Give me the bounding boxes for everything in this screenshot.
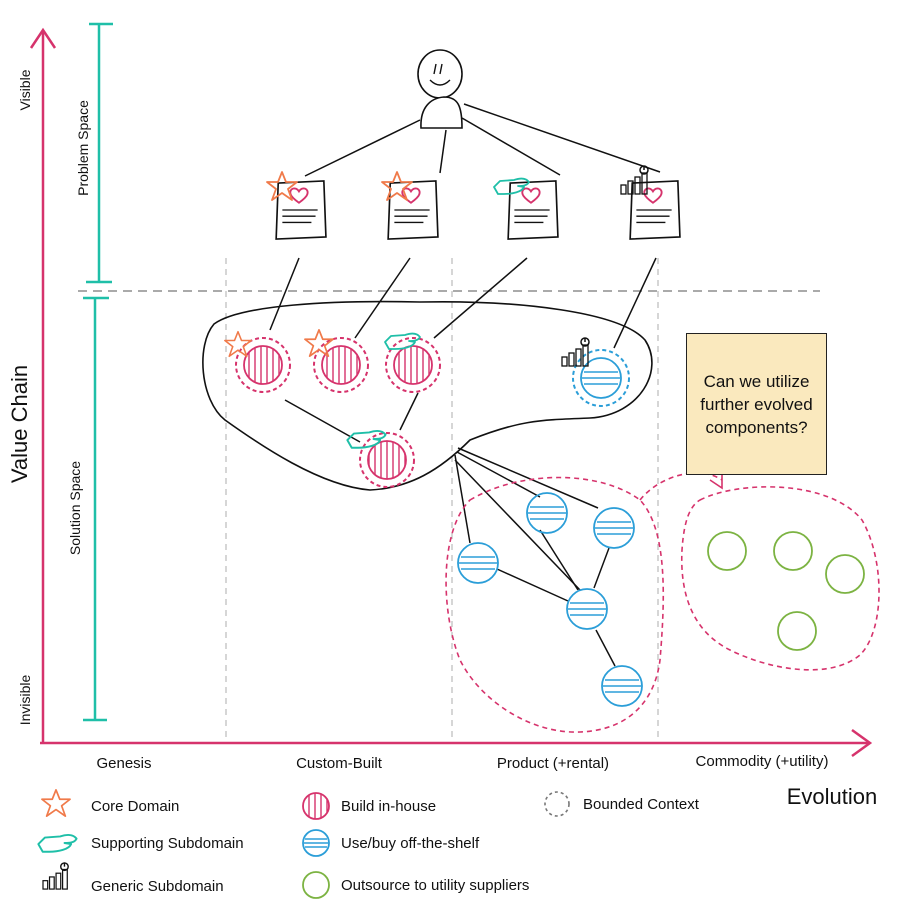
component-outsource (773, 531, 813, 571)
x-axis-title: Evolution (787, 784, 878, 809)
legend-generic-icon (42, 862, 69, 890)
y-axis-title: Value Chain (7, 365, 32, 483)
legend-bounded-label: Bounded Context (583, 796, 700, 813)
solution-space-bracket (83, 296, 109, 722)
legend-core-icon (41, 789, 71, 817)
need-document (275, 180, 327, 240)
legend-supporting-icon (37, 834, 78, 853)
problem-space-bracket (86, 22, 113, 284)
component-build-in-house (385, 337, 441, 393)
component-off-the-shelf (457, 542, 499, 584)
legend: Core Domain Supporting Subdomain Generic… (37, 789, 700, 899)
component-off-the-shelf (593, 507, 635, 549)
component-off-the-shelf (601, 665, 643, 707)
legend-generic-label: Generic Subdomain (91, 878, 224, 895)
legend-outsource-icon (302, 871, 330, 899)
value-chain-axis (29, 27, 873, 758)
stage-product: Product (+rental) (497, 755, 609, 772)
stage-commodity: Commodity (+utility) (696, 753, 829, 770)
need-document (387, 180, 439, 240)
commodity-context-boundary (680, 486, 880, 671)
component-outsource (825, 554, 865, 594)
question-sticky-note: Can we utilize further evolved component… (686, 333, 827, 475)
need-document (507, 180, 559, 240)
product-context-boundary (445, 476, 665, 733)
bounded-context-blob (202, 300, 653, 491)
component-build-in-house (359, 432, 415, 488)
legend-buy-label: Use/buy off-the-shelf (341, 835, 480, 852)
legend-buy-icon (302, 829, 330, 857)
solution-space-label: Solution Space (67, 461, 83, 555)
evolution-arrow (639, 472, 723, 501)
problem-space-label: Problem Space (75, 100, 91, 196)
stage-genesis: Genesis (96, 755, 151, 772)
legend-outsource-label: Outsource to utility suppliers (341, 877, 529, 894)
component-outsource (777, 611, 817, 651)
need-document (629, 180, 681, 240)
component-build-in-house (313, 337, 369, 393)
legend-bounded-icon (544, 791, 570, 817)
y-axis-top-label: Visible (17, 69, 33, 110)
component-off-the-shelf (526, 492, 568, 534)
legend-core-label: Core Domain (91, 798, 179, 815)
component-off-the-shelf (566, 588, 608, 630)
user-need-links (304, 103, 661, 177)
legend-build-label: Build in-house (341, 798, 436, 815)
component-build-in-house (235, 337, 291, 393)
need-component-links (269, 257, 657, 667)
legend-build-icon (302, 792, 330, 820)
y-axis-bottom-label: Invisible (17, 675, 33, 726)
user-icon (417, 49, 463, 129)
component-outsource (707, 531, 747, 571)
generic-bars-icon (561, 337, 590, 367)
component-off-the-shelf (572, 349, 630, 407)
core-domain-star-icon (224, 330, 252, 358)
legend-supporting-label: Supporting Subdomain (91, 835, 244, 852)
stage-custom-built: Custom-Built (296, 755, 383, 772)
grid-separators (78, 258, 820, 742)
